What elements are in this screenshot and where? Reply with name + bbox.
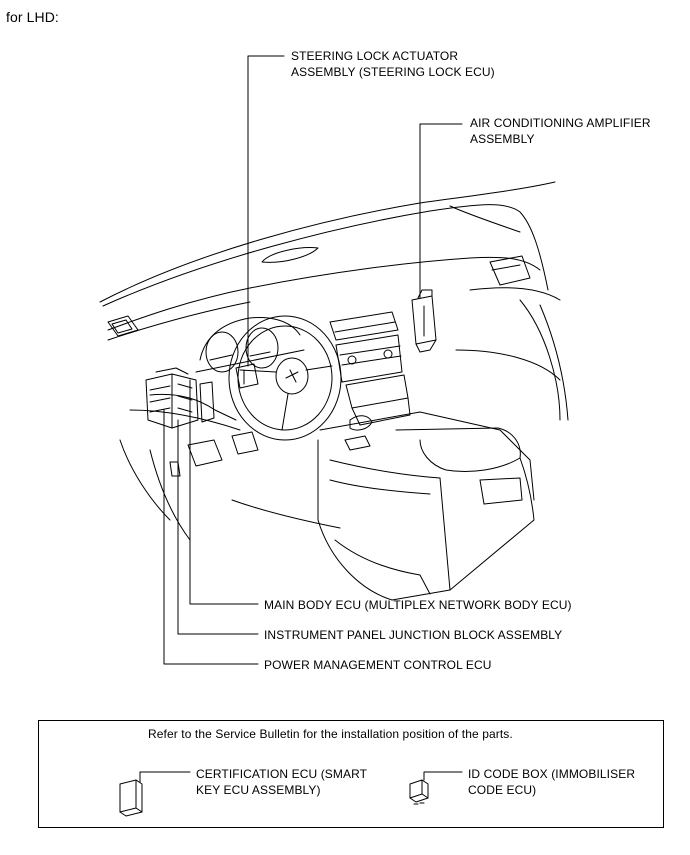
leader-lines xyxy=(139,55,463,783)
junction-block-label: INSTRUMENT PANEL JUNCTION BLOCK ASSEMBLY xyxy=(264,628,563,642)
steering-lock-label-line2: ASSEMBLY (STEERING LOCK ECU) xyxy=(291,65,495,79)
service-bulletin-note: Refer to the Service Bulletin for the in… xyxy=(148,727,513,741)
steering-lock-actuator xyxy=(235,363,259,389)
main-body-ecu-label: MAIN BODY ECU (MULTIPLEX NETWORK BODY EC… xyxy=(264,598,572,612)
id-code-box-label-line1: ID CODE BOX (IMMOBILISER xyxy=(468,767,636,781)
ac-amplifier-label-line2: ASSEMBLY xyxy=(470,132,535,146)
steering-lock-label-line1: STEERING LOCK ACTUATOR xyxy=(291,49,459,63)
ac-amplifier-unit xyxy=(411,289,437,353)
junction-block-ecu-stack xyxy=(145,367,215,429)
dash-top-outline xyxy=(99,181,556,341)
center-stack xyxy=(329,311,411,426)
id-code-box-icon xyxy=(409,779,429,805)
power-mgmt-ecu-label: POWER MANAGEMENT CONTROL ECU xyxy=(264,658,492,672)
steering-wheel xyxy=(228,315,342,441)
instrument-cluster xyxy=(195,317,305,373)
diagram-heading: for LHD: xyxy=(6,9,59,25)
id-code-box-label-line2: CODE ECU) xyxy=(468,783,537,797)
left-vent xyxy=(107,315,139,337)
certification-ecu-label-line1: CERTIFICATION ECU (SMART xyxy=(196,767,368,781)
service-bulletin-note-box xyxy=(38,720,664,828)
lower-dash xyxy=(119,393,341,541)
ac-amplifier-label-line1: AIR CONDITIONING AMPLIFIER xyxy=(470,116,651,130)
center-console xyxy=(317,411,535,601)
right-dash-outline xyxy=(455,255,569,421)
certification-ecu-icon xyxy=(119,779,143,817)
certification-ecu-label-line2: KEY ECU ASSEMBLY) xyxy=(196,783,321,797)
